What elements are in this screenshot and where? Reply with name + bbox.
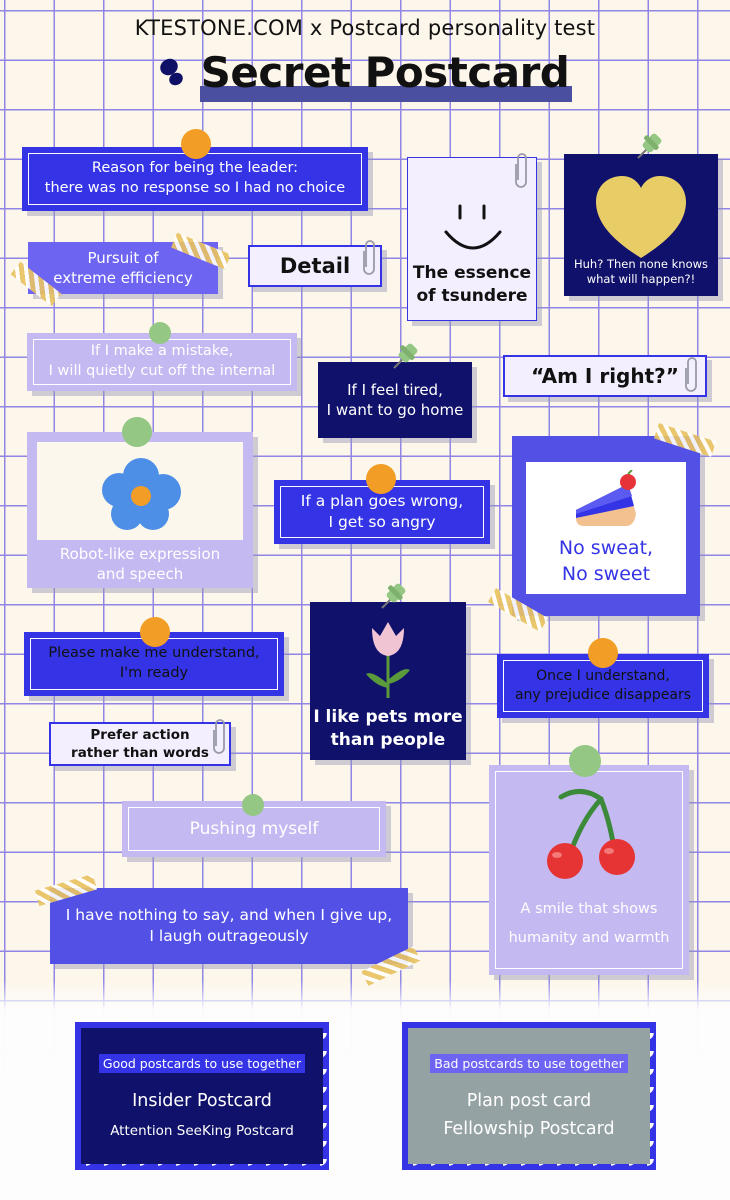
stamp-good-label: Good postcards to use together xyxy=(98,1053,306,1073)
card-smile-humanity-warmth: A smile that shows humanity and warmth xyxy=(489,765,689,975)
heart-icon xyxy=(596,176,686,258)
orange-pin-icon xyxy=(588,638,618,668)
orange-pin-icon xyxy=(366,464,396,494)
pin-bean-icon xyxy=(155,54,187,92)
card-robot-like-expression: Robot-like expression and speech xyxy=(27,432,253,588)
card-prefer-action: Prefer action rather than words xyxy=(49,722,231,766)
stamp-bad-postcards: Bad postcards to use together Plan post … xyxy=(408,1028,650,1164)
cherries-icon xyxy=(547,789,635,879)
card-pets-more-than-people: I like pets more than people xyxy=(310,602,466,760)
orange-pin-icon xyxy=(181,129,211,159)
paperclip-icon xyxy=(515,153,527,188)
cake-slice-icon xyxy=(576,470,636,526)
card-plan-goes-wrong: If a plan goes wrong, I get so angry xyxy=(274,480,490,544)
stamp-bad-label: Bad postcards to use together xyxy=(430,1053,628,1073)
header-subtitle: KTESTONE.COM x Postcard personality test xyxy=(134,16,596,40)
pushpin-icon xyxy=(637,133,662,159)
card-am-i-right: “Am I right?” xyxy=(503,355,707,397)
green-pin-icon xyxy=(242,794,264,816)
flower-icon xyxy=(102,458,181,530)
card-want-to-go-home: If I feel tired, I want to go home xyxy=(318,362,472,438)
stamp-good-item-2: Attention SeeKing Postcard xyxy=(110,1122,294,1139)
green-pin-icon xyxy=(149,322,171,344)
title-underline-bar xyxy=(200,86,572,102)
paperclip-icon xyxy=(213,719,225,754)
paperclip-icon xyxy=(363,240,375,275)
smiley-face-icon xyxy=(444,204,502,250)
card-huh-none-knows: Huh? Then none knows what will happen?! xyxy=(564,154,718,296)
card-no-sweat-no-sweet: No sweat, No sweet xyxy=(512,436,700,616)
pushpin-icon xyxy=(381,583,406,609)
stamp-good-postcards: Good postcards to use together Insider P… xyxy=(81,1028,323,1164)
card-quietly-cut-off: If I make a mistake, I will quietly cut … xyxy=(27,333,297,391)
green-pin-icon xyxy=(122,417,152,447)
tulip-icon xyxy=(366,622,410,698)
card-make-me-understand: Please make me understand, I'm ready xyxy=(24,632,284,696)
orange-pin-icon xyxy=(140,617,170,647)
paperclip-icon xyxy=(685,357,697,392)
stamp-bad-item-2: Fellowship Postcard xyxy=(443,1118,615,1139)
green-pin-icon xyxy=(569,745,601,777)
card-essence-of-tsundere: The essence of tsundere xyxy=(407,157,537,321)
stamp-good-item-1: Insider Postcard xyxy=(132,1090,272,1111)
stamp-bad-item-1: Plan post card xyxy=(466,1090,592,1111)
card-detail: Detail xyxy=(248,245,382,287)
card-laugh-outrageously: I have nothing to say, and when I give u… xyxy=(50,888,408,964)
pushpin-icon xyxy=(393,343,418,369)
page-title: Secret Postcard xyxy=(200,48,570,97)
